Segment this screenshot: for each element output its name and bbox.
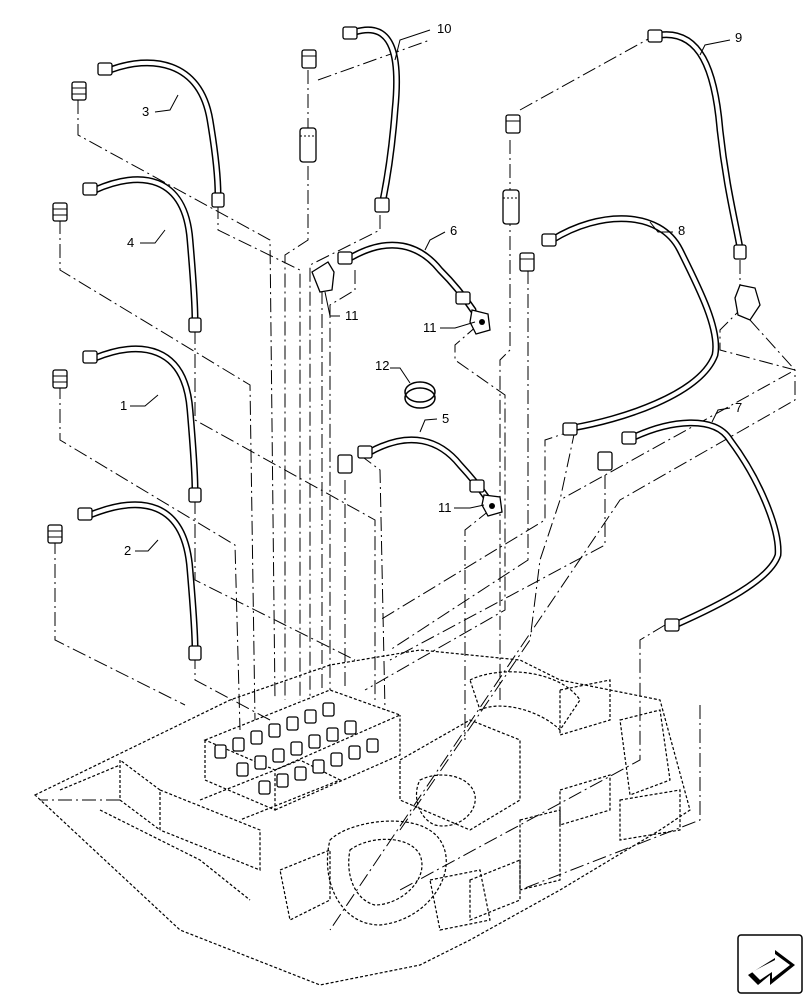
hose-5 (357, 436, 491, 502)
adapter-fitting-4 (52, 202, 68, 222)
callout-labels: 10 9 3 6 8 4 11 11 12 1 5 7 11 2 (120, 21, 742, 558)
callout-11-upper: 11 (345, 308, 359, 323)
callout-7: 7 (735, 400, 742, 415)
callout-12: 12 (375, 358, 389, 373)
callout-6: 6 (450, 223, 457, 238)
alignment-lines (40, 37, 796, 931)
valve-port-fitting (232, 737, 245, 752)
valve-port-fitting (330, 752, 343, 767)
elbow-fitting-6-left (311, 261, 335, 293)
spacer-fitting-9 (502, 189, 520, 225)
callout-8: 8 (678, 223, 685, 238)
machine-frame (33, 649, 691, 986)
hose-6 (337, 241, 477, 314)
valve-port-fitting (276, 773, 289, 788)
hose-9 (647, 29, 747, 260)
adapter-fitting-5 (337, 454, 353, 474)
hose-10 (342, 26, 401, 213)
valve-port-fitting (272, 748, 285, 763)
valve-port-fitting (236, 762, 249, 777)
hose-7 (621, 419, 782, 632)
valve-port-fitting (322, 702, 335, 717)
valve-port-fitting (286, 716, 299, 731)
callout-9: 9 (735, 30, 742, 45)
callout-4: 4 (127, 235, 134, 250)
o-ring-12 (404, 381, 436, 409)
hose-3 (97, 59, 225, 208)
control-valve-block (203, 689, 402, 811)
callout-1: 1 (120, 398, 127, 413)
elbow-fitting-6-right (469, 309, 491, 335)
adapter-fitting-10 (301, 49, 317, 69)
callout-11-lower: 11 (438, 500, 452, 515)
valve-port-fitting (348, 745, 361, 760)
valve-port-fitting (326, 727, 339, 742)
elbow-fitting-9 (734, 284, 761, 321)
fittings (47, 49, 761, 544)
valve-port-fitting (214, 744, 227, 759)
spacer-fitting-10 (299, 127, 317, 163)
valve-port-fitting (308, 734, 321, 749)
valve-port-fitting (366, 738, 379, 753)
valve-port-fitting (258, 780, 271, 795)
callout-3: 3 (142, 104, 149, 119)
callout-10: 10 (437, 21, 451, 36)
valve-port-fitting (294, 766, 307, 781)
adapter-fitting-3 (71, 81, 87, 101)
callout-11-middle: 11 (423, 320, 437, 335)
adapter-fitting-9 (505, 114, 521, 134)
valve-port-fitting (344, 720, 357, 735)
hose-8 (541, 215, 720, 436)
callout-5: 5 (442, 411, 449, 426)
valve-port-fitting (254, 755, 267, 770)
adapter-fitting-1 (52, 369, 68, 389)
valve-port-fitting (250, 730, 263, 745)
adapter-fitting-2 (47, 524, 63, 544)
elbow-fitting-5-right (481, 494, 503, 517)
valve-port-fitting (304, 709, 317, 724)
hose-4 (82, 176, 202, 333)
hose-1 (82, 345, 202, 503)
next-page-arrow-icon[interactable] (737, 934, 803, 994)
callout-2: 2 (124, 543, 131, 558)
adapter-fitting-8 (519, 252, 535, 272)
callout-leaders (130, 29, 731, 552)
adapter-fitting-7 (597, 451, 613, 471)
hose-2 (77, 501, 202, 661)
valve-port-fitting (290, 741, 303, 756)
valve-port-fitting (268, 723, 281, 738)
valve-port-fitting (312, 759, 325, 774)
